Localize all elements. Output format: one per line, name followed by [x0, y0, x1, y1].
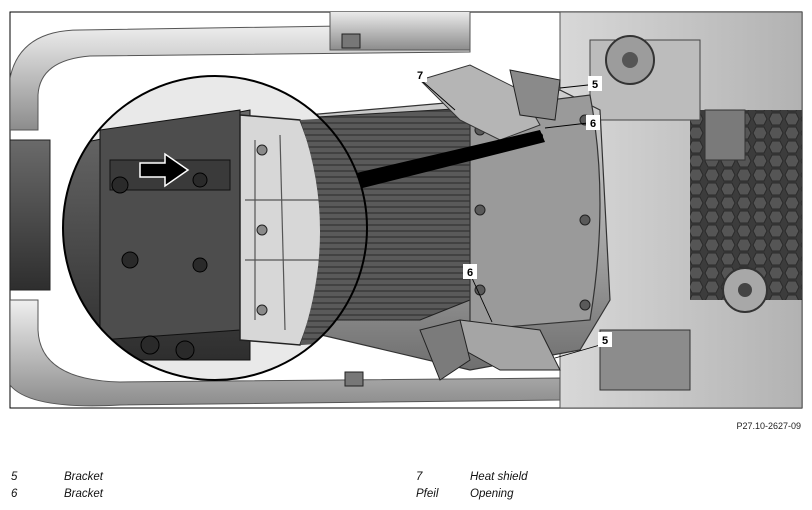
legend-text-opening: Opening — [470, 488, 514, 500]
opening-arrow — [139, 152, 190, 188]
svg-text:6: 6 — [590, 118, 596, 130]
legend-text-bracket-6: Bracket — [64, 488, 103, 500]
transmission-illustration: 7 5 6 6 5 — [9, 11, 803, 409]
legend-key-arrow: Pfeil — [416, 488, 439, 500]
legend-text-bracket-5: Bracket — [64, 471, 103, 483]
callout-5-top: 5 — [588, 76, 602, 91]
callout-5-bottom: 5 — [598, 332, 612, 347]
callout-labels: 7 5 6 6 5 — [413, 67, 612, 347]
magnifier-pointer — [335, 130, 545, 195]
callout-6-bottom: 6 — [463, 264, 477, 279]
svg-text:5: 5 — [592, 79, 598, 91]
callout-7: 7 — [413, 67, 427, 82]
svg-text:6: 6 — [467, 267, 473, 279]
legend-key-6: 6 — [11, 488, 18, 500]
legend-key-7: 7 — [416, 471, 423, 483]
callout-leaders — [420, 79, 601, 359]
legend-key-5: 5 — [11, 471, 18, 483]
legend-text-heat-shield: Heat shield — [470, 471, 528, 483]
svg-text:5: 5 — [602, 335, 608, 347]
svg-text:7: 7 — [417, 70, 423, 82]
figure-code: P27.10-2627-09 — [736, 421, 801, 431]
callout-6-top: 6 — [586, 115, 600, 130]
magnified-detail — [62, 75, 368, 381]
